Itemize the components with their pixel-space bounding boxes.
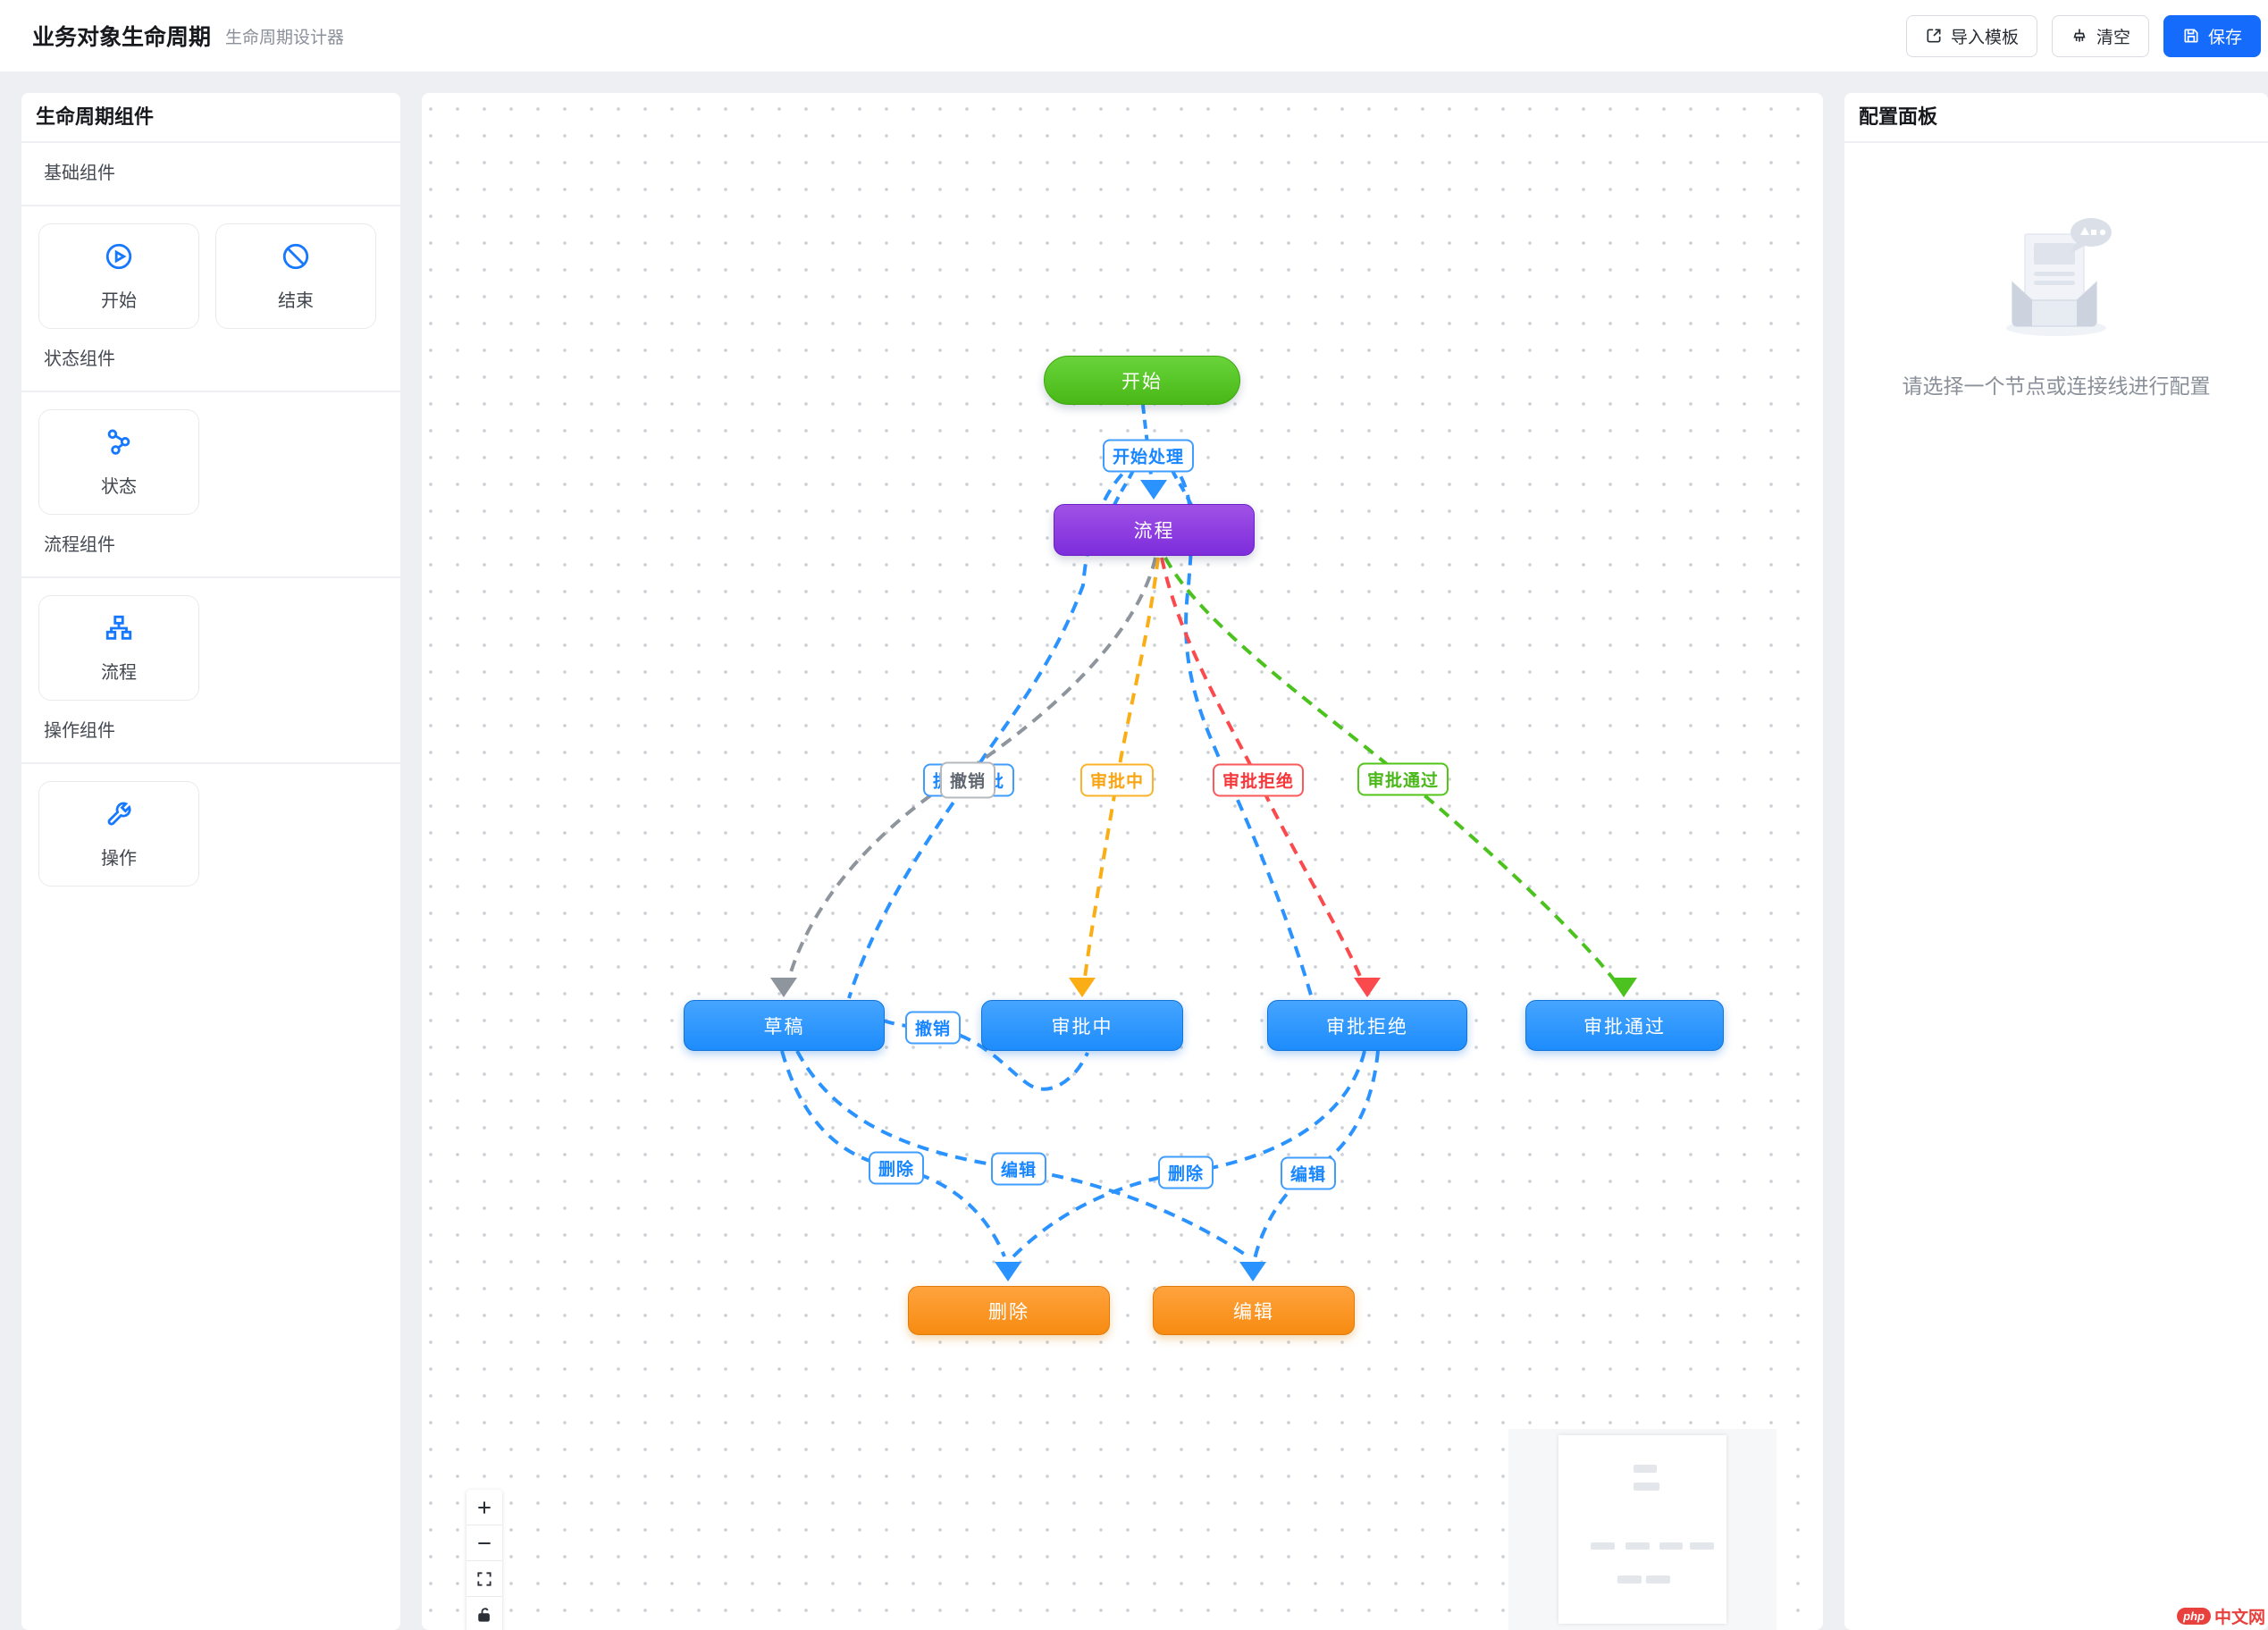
card-label: 结束 xyxy=(278,290,314,311)
flow-node-rejected[interactable]: 审批拒绝 xyxy=(1267,1000,1467,1051)
config-panel: 配置面板 请选择一个节点或连接线进行配置 xyxy=(1844,93,2268,1630)
arrow-into-delete xyxy=(995,1262,1021,1281)
wrench-icon xyxy=(104,799,134,834)
fit-view-button[interactable] xyxy=(466,1561,502,1597)
section-divider xyxy=(21,391,400,392)
section-label: 流程组件 xyxy=(44,535,115,555)
card-label: 流程 xyxy=(101,662,137,683)
edge-label-开始处理[interactable]: 开始处理 xyxy=(1102,439,1195,473)
header: 业务对象生命周期 生命周期设计器 导入模板清空保存 xyxy=(0,0,2268,71)
component-card-操作[interactable]: 操作 xyxy=(38,781,199,886)
flow-node-delete[interactable]: 删除 xyxy=(908,1286,1110,1335)
edge-label-审批通过[interactable]: 审批通过 xyxy=(1357,762,1449,796)
section-divider xyxy=(21,762,400,764)
minimap-node xyxy=(1617,1575,1642,1584)
component-sidebar: 生命周期组件 基础组件开始 结束状态组件状态流程组件流程操作组件操作 xyxy=(21,93,400,1630)
watermark: php 中文网 xyxy=(2177,1604,2265,1628)
arrowheads xyxy=(770,480,1637,1281)
zoom-in-button[interactable] xyxy=(466,1490,502,1525)
section-divider xyxy=(21,576,400,578)
flow-node-process[interactable]: 流程 xyxy=(1054,504,1255,556)
page-title: 业务对象生命周期 xyxy=(32,25,212,50)
flow-icon xyxy=(104,613,134,648)
card-label: 状态 xyxy=(101,476,137,497)
minimap-node xyxy=(1634,1465,1657,1473)
clear-button[interactable]: 清空 xyxy=(2051,14,2149,57)
edge-draft-delete[interactable] xyxy=(780,1050,1006,1257)
edge-label-删除[interactable]: 删除 xyxy=(1157,1155,1214,1189)
save-button[interactable]: 保存 xyxy=(2163,14,2261,57)
ban-icon xyxy=(281,241,311,276)
flow-node-approving[interactable]: 审批中 xyxy=(981,1000,1183,1051)
flow-node-start[interactable]: 开始 xyxy=(1044,356,1240,405)
page-subtitle: 生命周期设计器 xyxy=(225,28,345,47)
flow-node-edit[interactable]: 编辑 xyxy=(1153,1286,1355,1335)
edge-label-撤销[interactable]: 撤销 xyxy=(904,1011,962,1045)
edge-label-审批拒绝[interactable]: 审批拒绝 xyxy=(1212,763,1305,797)
empty-state-text: 请选择一个节点或连接线进行配置 xyxy=(1902,374,2211,398)
edge-label-编辑[interactable]: 编辑 xyxy=(990,1152,1047,1186)
component-card-结束[interactable]: 结束 xyxy=(215,223,376,329)
edge-submit-rejected-b[interactable] xyxy=(1167,459,1314,999)
edge-label-编辑[interactable]: 编辑 xyxy=(1280,1156,1337,1190)
lock-button[interactable] xyxy=(466,1597,502,1630)
zoom-out-button[interactable] xyxy=(466,1525,502,1561)
arrow-into-approved xyxy=(1610,978,1637,997)
minimap[interactable] xyxy=(1508,1429,1777,1630)
edge-label-审批中[interactable]: 审批中 xyxy=(1079,763,1155,797)
section-label: 操作组件 xyxy=(44,721,115,741)
arrow-into-rejected xyxy=(1354,978,1381,997)
arrow-into-process xyxy=(1140,480,1167,500)
zoom-toolbar xyxy=(466,1490,502,1630)
minimap-node xyxy=(1591,1542,1615,1550)
section-label: 状态组件 xyxy=(44,349,115,369)
section-label: 基础组件 xyxy=(44,164,115,183)
edges-layer xyxy=(770,404,1637,1281)
arrow-into-edit xyxy=(1239,1262,1266,1281)
minimap-node xyxy=(1634,1483,1659,1491)
edge-rejected-delete[interactable] xyxy=(1011,1050,1366,1259)
flow-node-draft[interactable]: 草稿 xyxy=(684,1000,885,1051)
arrow-into-draft xyxy=(770,978,797,997)
watermark-text: 中文网 xyxy=(2213,1609,2265,1627)
minimap-viewport[interactable] xyxy=(1558,1435,1726,1624)
php-logo: php xyxy=(2177,1608,2211,1625)
flow-node-approved[interactable]: 审批通过 xyxy=(1525,1000,1724,1051)
state-icon xyxy=(104,427,134,462)
edge-rejected-edit[interactable] xyxy=(1253,1050,1380,1260)
arrow-into-approving xyxy=(1069,978,1096,997)
edge-label-撤销[interactable]: 撤销 xyxy=(939,761,996,799)
edge-undo-loop[interactable] xyxy=(882,1019,1089,1091)
minimap-node xyxy=(1690,1542,1714,1550)
card-label: 操作 xyxy=(101,848,137,869)
empty-state-illustration xyxy=(2006,218,2112,336)
minimap-node xyxy=(1659,1542,1683,1550)
config-panel-title: 配置面板 xyxy=(1844,93,2268,143)
component-card-流程[interactable]: 流程 xyxy=(38,595,199,701)
sidebar-title: 生命周期组件 xyxy=(21,93,400,143)
play-circle-icon xyxy=(104,241,134,276)
minimap-node xyxy=(1625,1542,1650,1550)
edge-label-删除[interactable]: 删除 xyxy=(868,1151,925,1185)
flow-canvas[interactable]: 开始处理提交审批撤销审批中审批拒绝审批通过撤销删除编辑删除编辑 开始流程草稿审批… xyxy=(422,93,1823,1630)
minimap-node xyxy=(1646,1575,1670,1584)
component-card-开始[interactable]: 开始 xyxy=(38,223,199,329)
import-template-button[interactable]: 导入模板 xyxy=(1905,14,2037,57)
section-divider xyxy=(21,205,400,206)
card-label: 开始 xyxy=(101,290,137,311)
component-card-状态[interactable]: 状态 xyxy=(38,409,199,515)
header-actions: 导入模板清空保存 xyxy=(1905,14,2261,57)
